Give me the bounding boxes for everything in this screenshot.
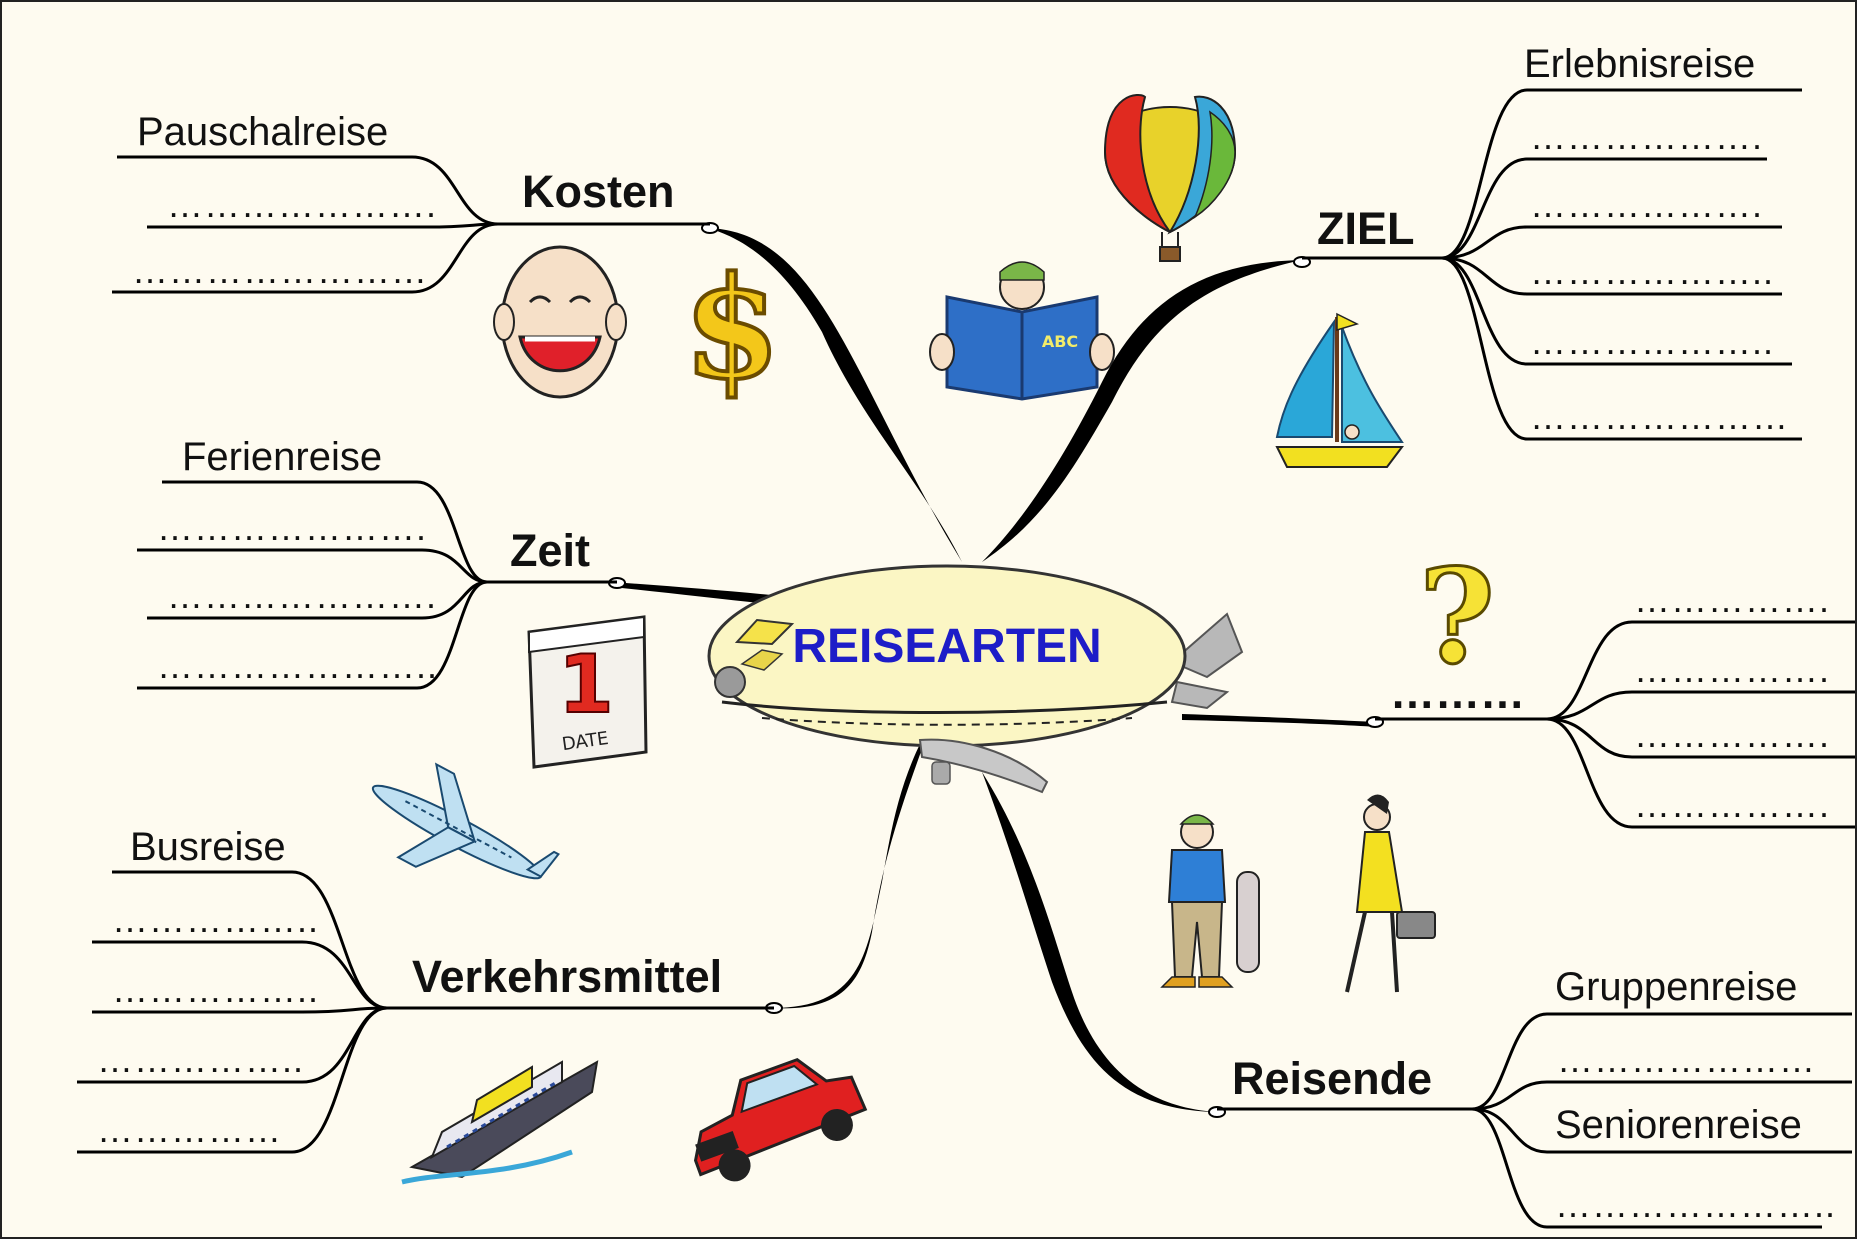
reisende-item-3: Seniorenreise bbox=[1555, 1103, 1802, 1147]
verkehrsmittel-item-3: …………….. bbox=[112, 969, 319, 1010]
svg-text:1: 1 bbox=[558, 638, 614, 731]
branch-label-kosten: Kosten bbox=[522, 166, 675, 217]
ziel-item-3: ………………. bbox=[1530, 184, 1763, 225]
kosten-item-1: Pauschalreise bbox=[137, 110, 388, 154]
unknown-item-2: ……………. bbox=[1634, 649, 1830, 690]
svg-text:?: ? bbox=[1419, 540, 1495, 693]
sailboat-icon bbox=[1275, 312, 1404, 468]
reisende-item-1: Gruppenreise bbox=[1555, 965, 1797, 1009]
branch-label-ziel: ZIEL bbox=[1317, 203, 1415, 254]
verkehrsmittel-fan bbox=[77, 870, 388, 1154]
zeit-item-4: ………………….. bbox=[157, 645, 438, 686]
center-title: REISEARTEN bbox=[792, 620, 1101, 673]
kosten-fan bbox=[112, 155, 499, 294]
branch-label-unknown: ……… bbox=[1390, 667, 1525, 718]
svg-text:$: $ bbox=[683, 247, 780, 411]
red-car-icon bbox=[693, 1057, 868, 1182]
reisende-fan bbox=[1471, 1012, 1852, 1229]
center-blimp: REISEARTEN bbox=[707, 564, 1244, 794]
branch-label-zeit: Zeit bbox=[510, 525, 590, 576]
unknown-item-1: ……………. bbox=[1634, 579, 1830, 620]
kosten-item-3: …………………… bbox=[132, 250, 428, 291]
calendar-icon: 1 DATE bbox=[527, 615, 648, 769]
ziel-item-2: ………………. bbox=[1530, 116, 1763, 157]
unknown-fan bbox=[1546, 620, 1855, 829]
branch-baselines bbox=[387, 222, 1547, 1111]
kosten-item-2: …………………. bbox=[167, 184, 437, 225]
boy-with-skateboard-icon bbox=[1160, 814, 1260, 988]
question-mark-icon: ? bbox=[1417, 539, 1496, 695]
hot-air-balloon-icon bbox=[1103, 94, 1237, 262]
svg-text:ABC: ABC bbox=[1042, 332, 1078, 351]
branch-label-reisende: Reisende bbox=[1232, 1053, 1432, 1104]
verkehrsmittel-item-1: Busreise bbox=[130, 825, 286, 869]
airplane-icon bbox=[371, 762, 560, 880]
branch-label-verkehrsmittel: Verkehrsmittel bbox=[412, 951, 722, 1002]
reading-person-icon: ABC bbox=[929, 261, 1115, 401]
verkehrsmittel-item-2: …………….. bbox=[112, 899, 319, 940]
businesswoman-icon bbox=[1345, 794, 1436, 993]
cruise-ship-icon bbox=[401, 1060, 599, 1185]
zeit-item-2: …………………. bbox=[157, 507, 427, 548]
unknown-item-3: ……………. bbox=[1634, 714, 1830, 755]
verkehrsmittel-item-4: …………….. bbox=[97, 1039, 304, 1080]
zeit-item-3: …………………. bbox=[167, 575, 437, 616]
ziel-item-5: ……………….. bbox=[1530, 321, 1774, 362]
reisende-item-4: ………………….. bbox=[1555, 1184, 1836, 1225]
trunk-branches bbox=[612, 228, 1377, 1112]
ziel-item-6: ………………… bbox=[1530, 396, 1789, 437]
zeit-fan bbox=[137, 480, 488, 690]
reisende-item-2: ………………… bbox=[1557, 1039, 1816, 1080]
verkehrsmittel-item-5: …………… bbox=[97, 1109, 282, 1150]
ziel-fan bbox=[1441, 88, 1802, 441]
ziel-item-1: Erlebnisreise bbox=[1524, 42, 1755, 86]
dollar-sign-icon: $ bbox=[681, 245, 782, 413]
laughing-face-icon bbox=[493, 245, 627, 399]
ziel-item-4: ……………….. bbox=[1530, 251, 1774, 292]
zeit-item-1: Ferienreise bbox=[182, 435, 382, 479]
unknown-item-4: ……………. bbox=[1634, 784, 1830, 825]
